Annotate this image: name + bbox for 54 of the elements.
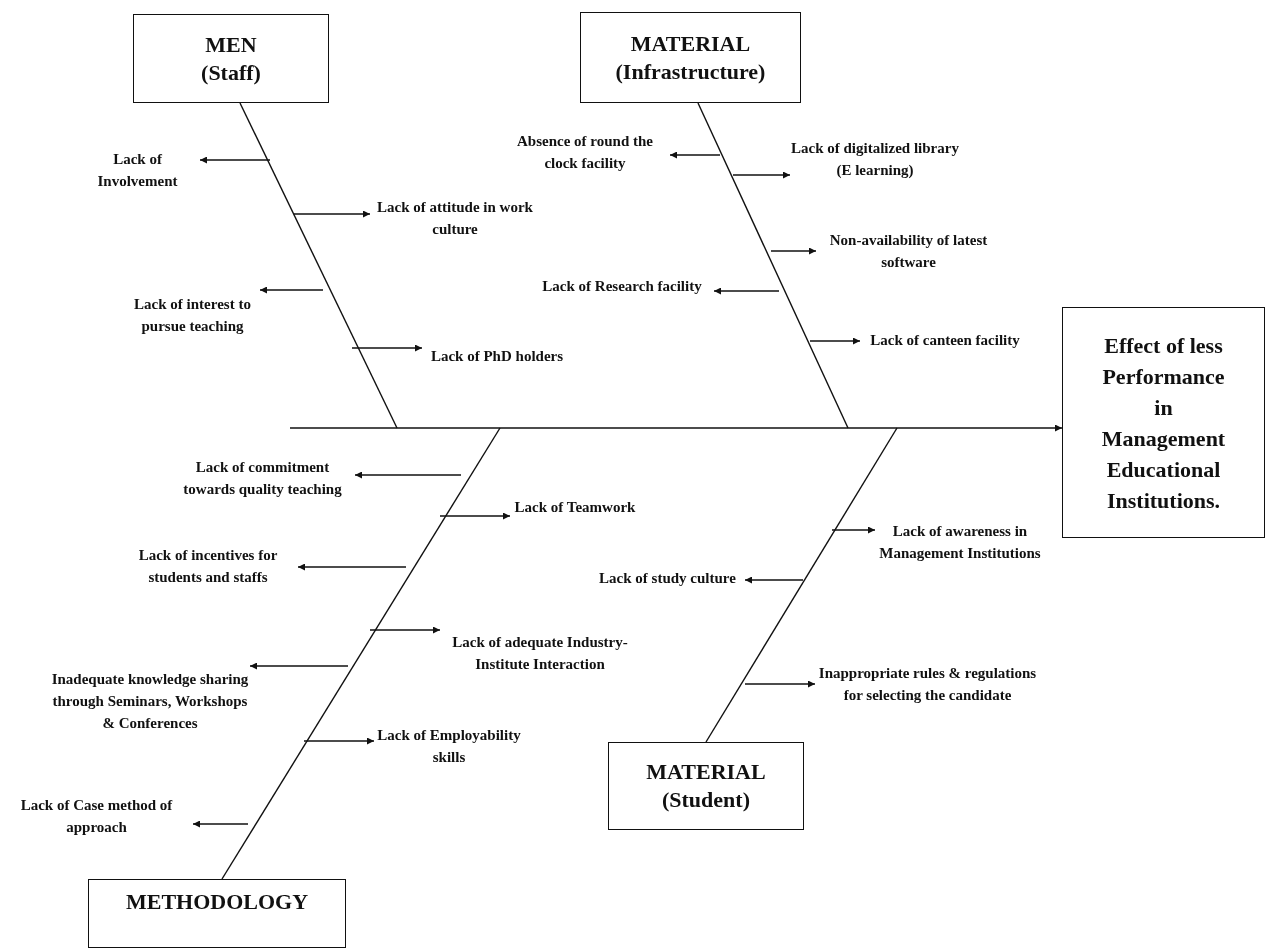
arrow xyxy=(293,210,371,218)
cause-label: Lack of Research facility xyxy=(530,262,714,310)
cause-label: Lack of awareness in Management Institutions xyxy=(875,488,1045,596)
spine-arrow xyxy=(289,424,1063,432)
arrow xyxy=(732,171,791,179)
arrow xyxy=(713,287,780,295)
arrow xyxy=(669,151,721,159)
cause-label: Lack of incentives for students and staffs xyxy=(118,530,298,602)
cause-label: Lack of interest to pursue teaching xyxy=(125,280,260,350)
effect-box: Effect of less Performance in Management Educational Institutions. xyxy=(1062,307,1265,538)
category-title: MEN xyxy=(205,30,257,59)
cause-label: Absence of round the clock facility xyxy=(500,128,670,176)
bone-line xyxy=(697,102,849,429)
cause-label: Lack of Teamwork xyxy=(510,483,640,531)
arrow xyxy=(199,156,271,164)
arrow xyxy=(303,737,375,745)
cause-label: Lack of Case method of approach xyxy=(0,788,193,844)
bone-line xyxy=(705,427,898,743)
cause-label: Inadequate knowledge sharing through Seminars, Workshops & Conferences xyxy=(50,635,250,767)
cause-label: Lack of Involvement xyxy=(75,145,200,195)
arrow xyxy=(439,512,511,520)
cause-label: Lack of PhD holders xyxy=(422,332,572,380)
category-box: METHODOLOGY xyxy=(88,879,346,948)
cause-label: Lack of study culture xyxy=(590,553,745,603)
arrow xyxy=(770,247,817,255)
arrow xyxy=(192,820,249,828)
category-title: MATERIAL xyxy=(630,29,751,58)
category-title: MATERIAL xyxy=(646,758,766,786)
arrow xyxy=(351,344,423,352)
cause-label: Non-availability of latest software xyxy=(816,228,1001,273)
category-box xyxy=(133,14,329,103)
cause-label: Lack of commitment towards quality teaching xyxy=(170,443,355,513)
category-subtitle: (Staff) xyxy=(201,58,261,87)
category-box xyxy=(608,742,804,830)
arrow xyxy=(369,626,441,634)
arrow xyxy=(831,526,876,534)
bone-line xyxy=(239,102,398,429)
cause-label: Lack of canteen facility xyxy=(860,316,1030,364)
cause-label: Lack of adequate Industry- Institute Interaction xyxy=(440,613,640,693)
cause-label: Inappropriate rules & regulations for selecting the candidate xyxy=(815,645,1040,723)
category-box xyxy=(580,12,801,103)
bone-line xyxy=(221,427,501,880)
arrow xyxy=(297,563,407,571)
arrow xyxy=(354,471,462,479)
cause-label: Lack of Employability skills xyxy=(374,706,524,786)
arrow xyxy=(744,680,816,688)
category-subtitle: (Student) xyxy=(662,786,750,814)
arrow xyxy=(249,662,349,670)
arrow xyxy=(744,576,804,584)
category-subtitle: (Infrastructure) xyxy=(615,57,766,86)
cause-label: Lack of attitude in work culture xyxy=(370,195,540,240)
arrow xyxy=(809,337,861,345)
arrow xyxy=(259,286,324,294)
cause-label: Lack of digitalized library (E learning) xyxy=(790,118,960,200)
